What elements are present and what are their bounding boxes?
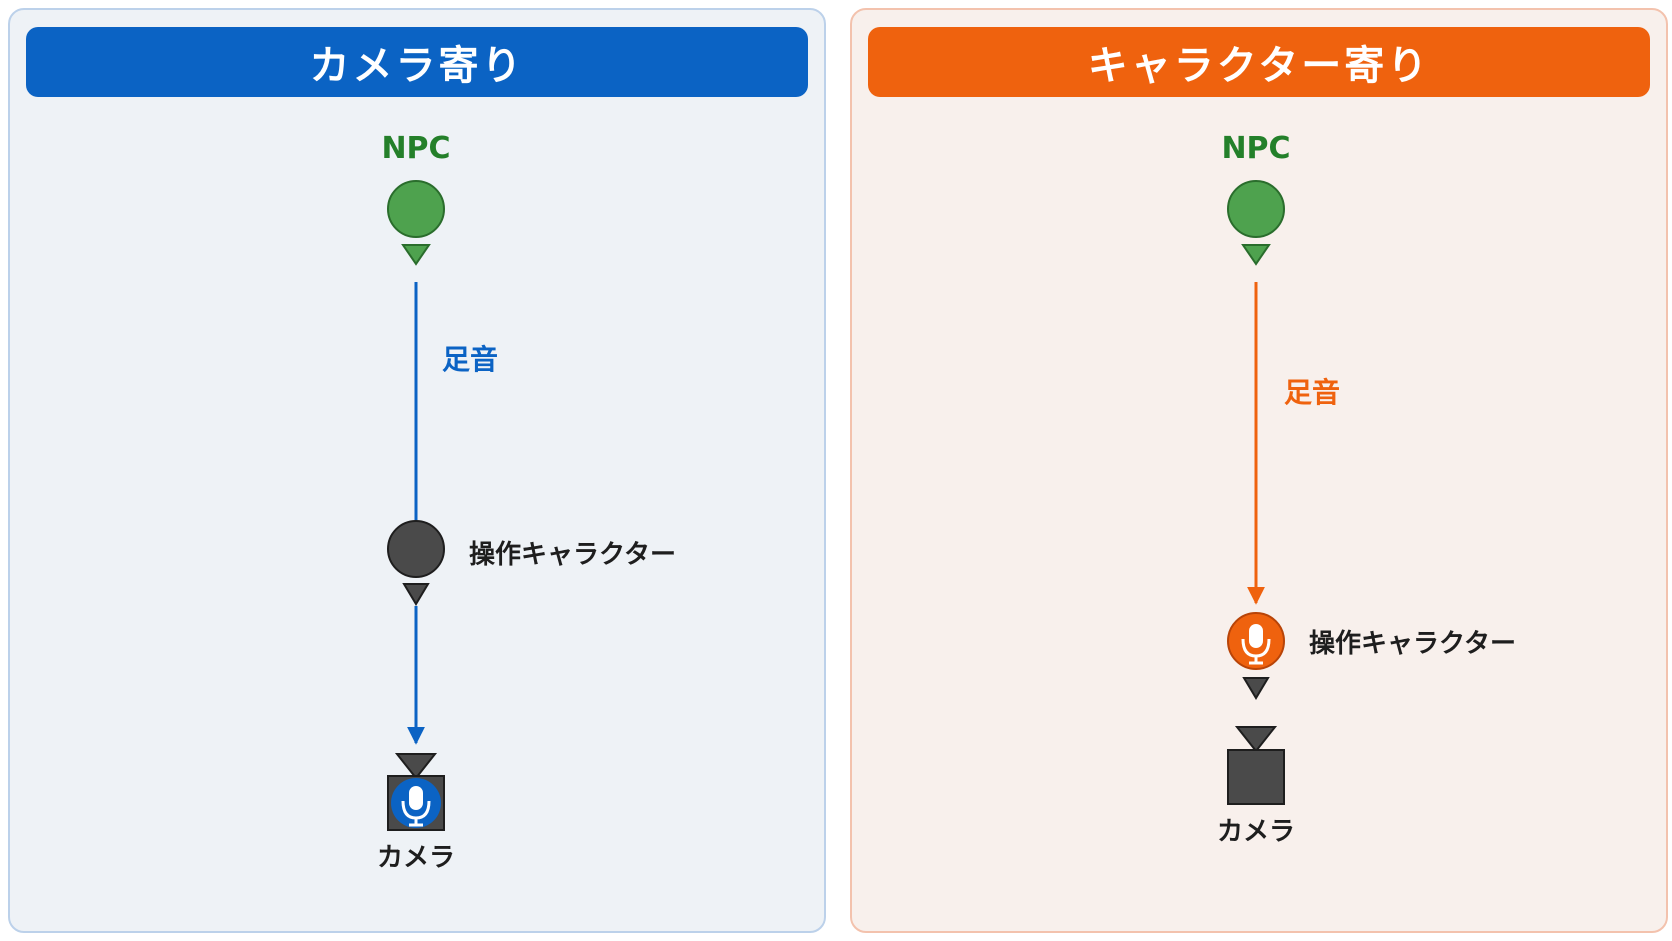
player-character-node	[387, 520, 445, 606]
npc-node	[1227, 180, 1285, 266]
microphone-icon	[1241, 624, 1271, 665]
npc-label: NPC	[381, 131, 450, 166]
camera-label: カメラ	[1217, 817, 1295, 847]
sound-label: 足音	[442, 343, 498, 376]
npc-label: NPC	[1221, 131, 1290, 166]
camera-diagram: NPC 足音 操作キャラクター カメラ	[377, 131, 676, 873]
character-panel-title: キャラクター寄り	[868, 27, 1650, 97]
character-diagram: NPC 足音 操作キャラクター カメラ	[1217, 131, 1516, 847]
camera-label: カメラ	[377, 843, 455, 873]
player-label: 操作キャラクター	[469, 540, 676, 570]
camera-panel-title: カメラ寄り	[26, 27, 808, 97]
sound-label: 足音	[1284, 376, 1340, 409]
microphone-icon	[391, 778, 441, 828]
player-label: 操作キャラクター	[1309, 629, 1516, 659]
npc-node	[387, 180, 445, 266]
camera-icon	[1227, 726, 1285, 805]
